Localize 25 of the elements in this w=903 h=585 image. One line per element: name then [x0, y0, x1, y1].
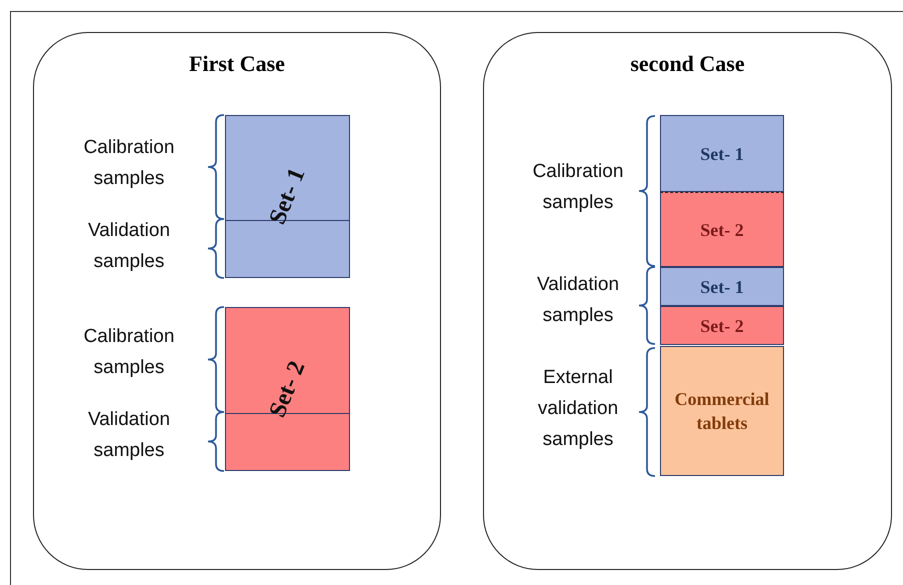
sample-set-block — [660, 267, 784, 306]
panel-heading: second Case — [629, 51, 746, 77]
set-label: Set- 1 — [264, 164, 311, 228]
sample-group-label: Validation samples — [86, 219, 172, 274]
sample-set-block — [660, 115, 784, 192]
set-label: Commercial tablets — [674, 388, 770, 435]
set-label: Set- 2 — [700, 314, 744, 338]
panel-heading: First Case — [188, 51, 286, 77]
case-panel — [483, 32, 892, 570]
sample-set-block — [225, 115, 350, 278]
set-label: Set- 2 — [700, 218, 744, 242]
sample-group-label: Validation samples — [86, 408, 172, 463]
sample-group-label: Calibration samples — [532, 160, 624, 215]
sample-group-label: Calibration samples — [82, 325, 176, 380]
set-label: Set- 1 — [700, 142, 744, 166]
set-label: Set- 2 — [264, 357, 311, 421]
sample-set-block — [660, 192, 784, 267]
sample-group-label: Calibration samples — [82, 136, 176, 191]
set-label: Set- 1 — [700, 276, 744, 298]
sample-group-label: Validation samples — [536, 273, 620, 328]
sample-group-label: External validation samples — [536, 366, 620, 452]
sample-set-block — [660, 346, 784, 476]
sample-set-block — [660, 306, 784, 345]
case-panel — [33, 32, 441, 570]
sample-set-block — [225, 307, 350, 471]
